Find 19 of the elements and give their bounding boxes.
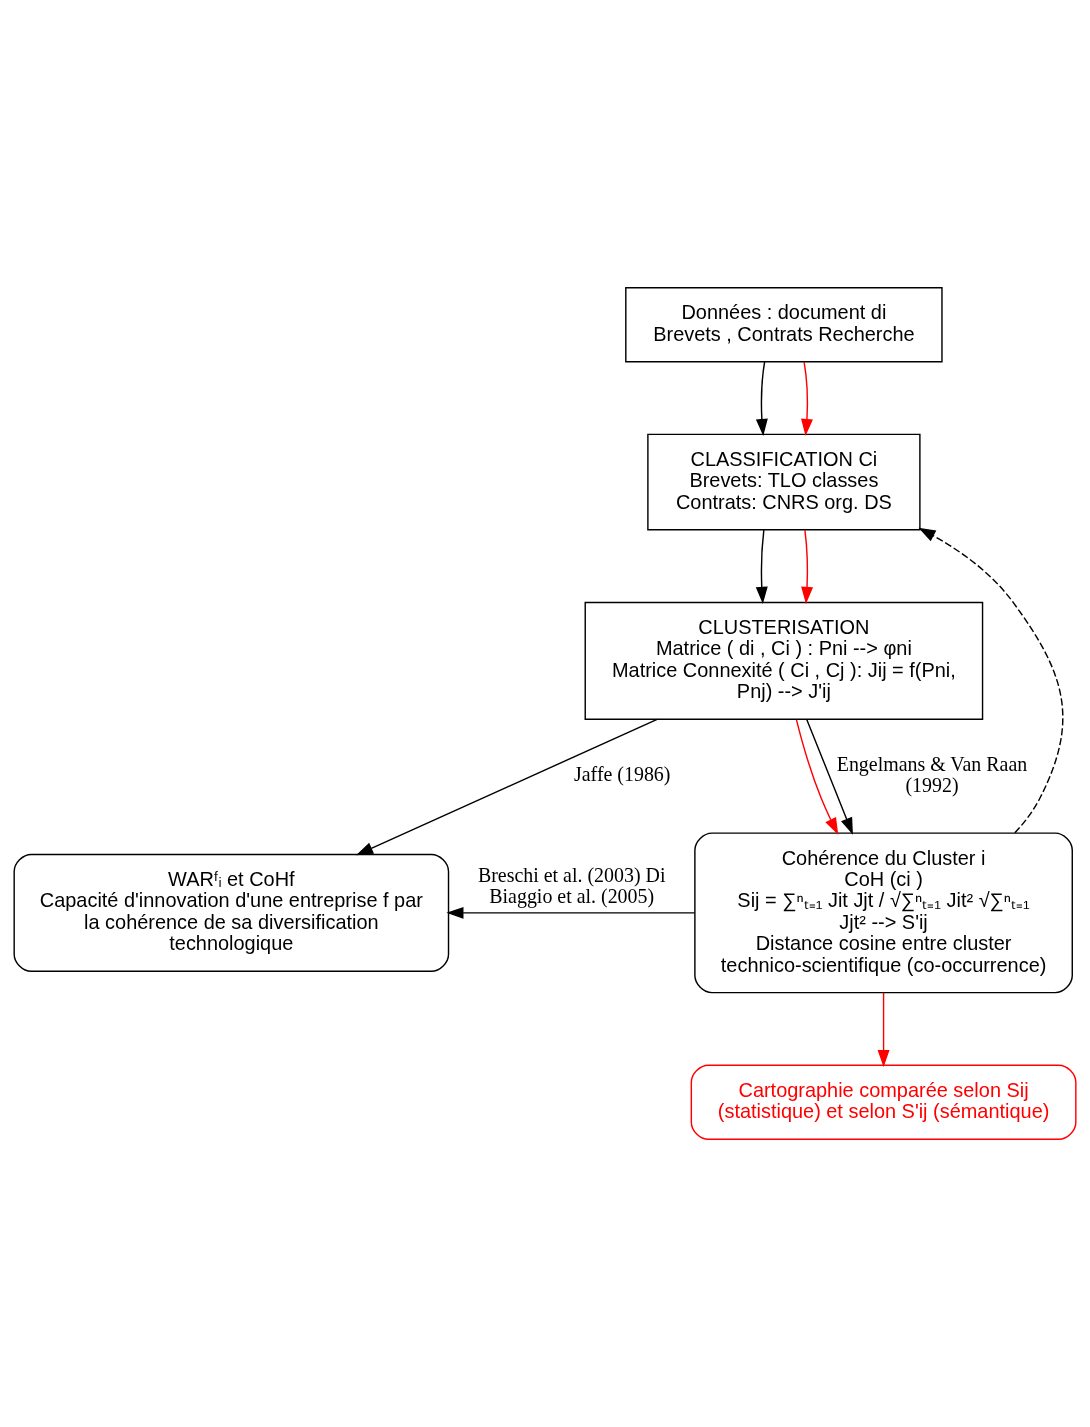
- node-box: Cartographie comparée selon Sij (statistique) et selon S'ij (sémantique): [690, 1064, 1077, 1140]
- node-box: CLUSTERISATION Matrice ( di , Ci ) : Pni --> φni Matrice Connexité ( Ci , Cj ): Jij = f(Pni, Pnj) --> J'ij: [584, 601, 984, 720]
- arrow: [918, 527, 1064, 834]
- arrow: [801, 529, 814, 604]
- node-box: Données : document di Brevets , Contrats Recherche: [625, 287, 943, 363]
- node-box: Cohérence du Cluster i CoH (ci ) Sij = ∑ⁿₜ₌₁ Jit Jjt / √∑ⁿₜ₌₁ Jit² √∑ⁿₜ₌₁ Jjt² --> S'ij Distance cosine entre cluster technico-scientifique (co-occurrence): [694, 832, 1073, 994]
- edge-label: Jaffe (1986): [574, 763, 671, 786]
- arrow: [801, 361, 813, 437]
- arrow: [356, 718, 658, 856]
- arrow: [806, 718, 853, 835]
- node-box: WARᶠᵢ et CoHf Capacité d'innovation d'une entreprise f par la cohérence de sa diversification technologique: [13, 853, 450, 972]
- edge-label: Breschi et al. (2003) Di Biaggio et al. (2005): [477, 863, 666, 908]
- node-box: CLASSIFICATION Ci Brevets: TLO classes Contrats: CNRS org. DS: [647, 433, 921, 531]
- arrow: [795, 719, 839, 835]
- arrow: [877, 992, 890, 1068]
- edge-label: Engelmans & Van Raan (1992): [836, 752, 1028, 797]
- arrow: [755, 529, 768, 604]
- arrow: [446, 906, 696, 919]
- arrow: [755, 361, 768, 437]
